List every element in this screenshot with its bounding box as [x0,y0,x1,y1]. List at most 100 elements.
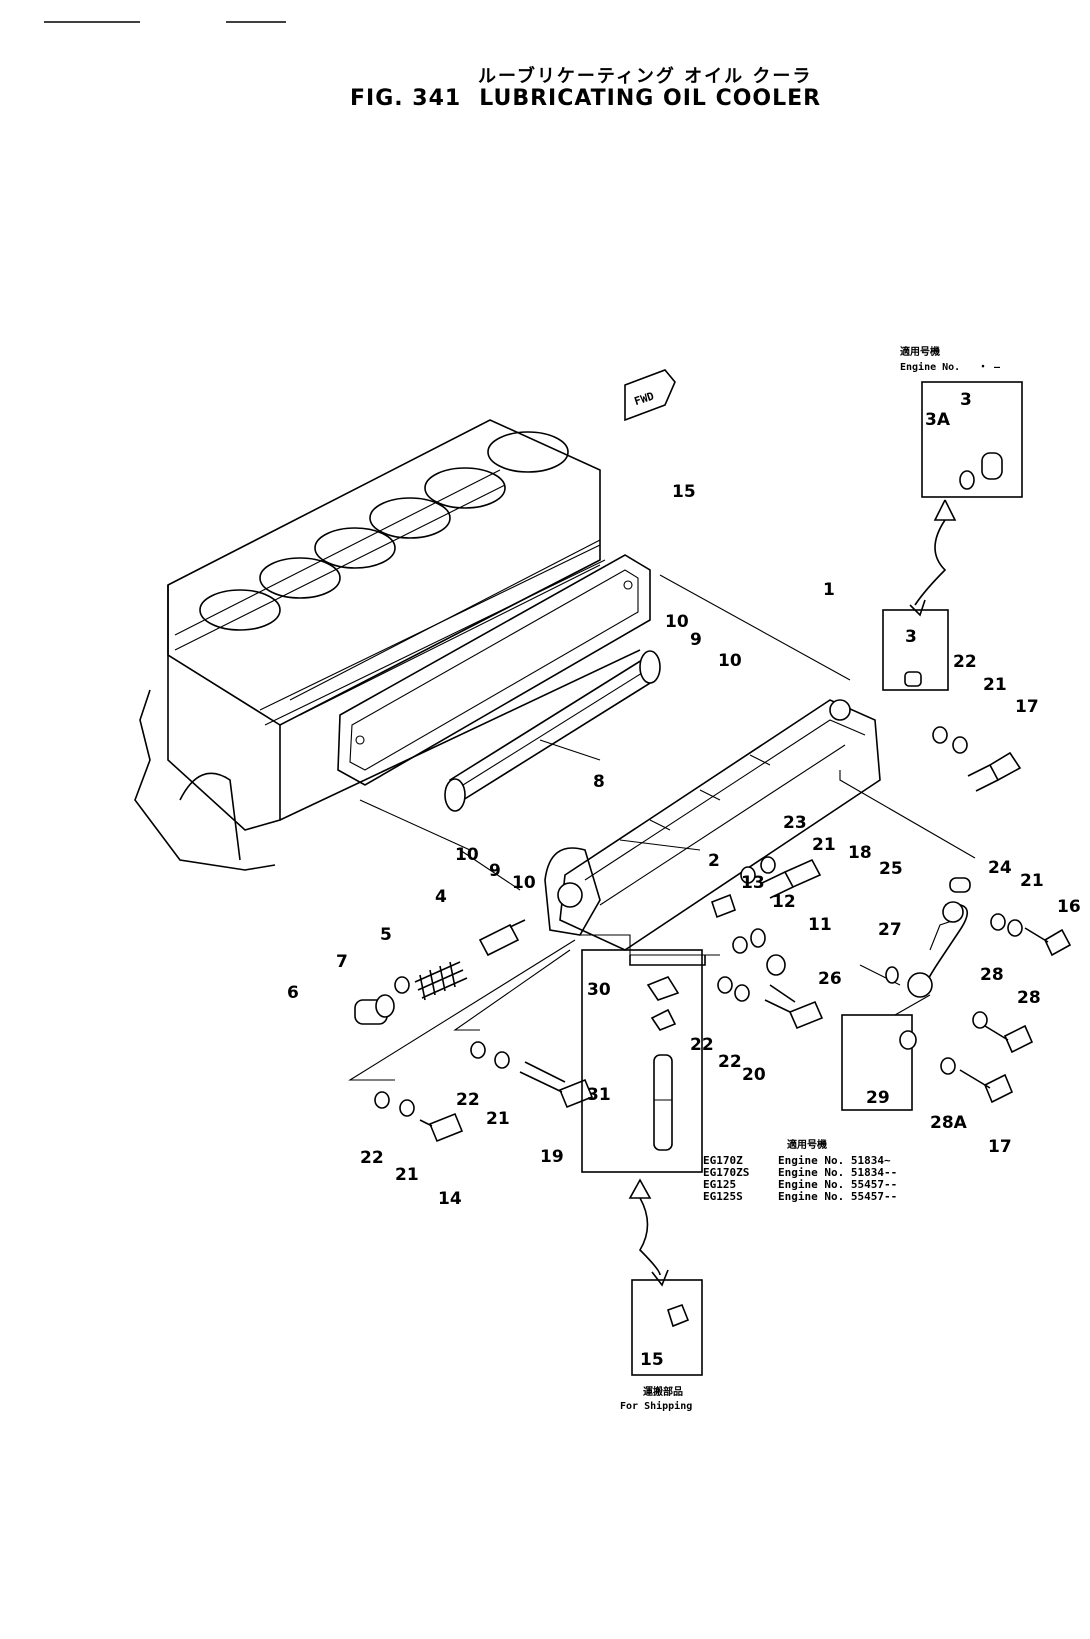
engine-table-header: 適用号機 [787,1138,827,1151]
cylinder-bores [199,431,569,631]
callout: 10 [665,612,689,632]
engine-model: EG125S [703,1190,743,1203]
callout: 22 [690,1035,714,1055]
cooler-cover-1 [544,699,881,951]
callout: 9 [489,861,501,881]
callout: 3 [905,627,917,647]
cooler-element-8 [444,650,661,812]
leader-line [839,770,976,859]
washer-21 [952,736,968,754]
callout: 22 [718,1052,742,1072]
leader-line [453,949,571,1031]
engine-model: EG125 [703,1178,736,1191]
washer-21 [399,1099,415,1117]
callout: 23 [783,813,807,833]
engine-number: Engine No. 51834~ [778,1154,891,1167]
engine-model: EG170ZS [703,1166,749,1179]
bolt-17-upper [967,751,1022,792]
callout: 31 [587,1085,611,1105]
callout: 10 [455,845,479,865]
double-arrow-down [628,1178,669,1287]
washers-22-21-upper [740,856,776,884]
engine-number: Engine No. 55457-- [778,1190,897,1203]
leader-line [359,799,471,851]
callout: 30 [587,980,611,1000]
leader-line [539,739,601,761]
callout: 17 [1015,697,1039,717]
callout: 14 [438,1189,462,1209]
callout: 21 [1020,871,1044,891]
washer-21 [1007,919,1023,937]
callout: 3 [960,390,972,410]
callout: 1 [823,580,835,600]
callout: 21 [395,1165,419,1185]
inset-bottom: 運搬部品 For Shipping [620,1279,703,1412]
callout: 3A [925,410,951,430]
bolt-18 [761,858,822,899]
callout: 8 [593,772,605,792]
callout: 19 [540,1147,564,1167]
leader-line [580,934,720,956]
bolt-19 [764,984,824,1030]
inset-header-jp: 適用号機 [900,345,940,358]
part-4 [478,919,526,957]
bolt-26 [984,1024,1034,1054]
callout: 28 [1017,988,1041,1008]
leader-line [894,994,931,1016]
part-28 [972,1011,988,1029]
inset-header-engine: Engine No. [900,361,960,373]
figure-name: LUBRICATING OIL COOLER [479,86,822,111]
washer-22 [374,1091,390,1109]
shipping-header-en: For Shipping [620,1400,692,1412]
washer-22 [470,1041,486,1059]
callout: 22 [360,1148,384,1168]
washer-22 [990,913,1006,931]
washer-22 [717,976,733,994]
callout: 21 [812,835,836,855]
callout: 25 [879,859,903,879]
callout: 24 [988,858,1012,878]
part-11 [766,954,786,976]
leader-line [659,574,851,681]
part-28 [940,1057,956,1075]
engine-number: Engine No. 55457-- [778,1178,897,1191]
callout: 13 [741,873,765,893]
leader-line [619,839,701,851]
callout: 27 [878,920,902,940]
part-25 [885,966,899,984]
engine-number-table: 適用号機 EG170Z Engine No. 51834~ EG170ZS En… [703,1138,897,1203]
part-13 [732,936,748,954]
callout-labels: 15 1 3 3A 3 22 21 17 10 9 10 8 10 9 10 2… [287,390,1081,1370]
callout: 22 [953,652,977,672]
part-7-washer [394,976,410,994]
callout: 21 [983,675,1007,695]
gasket-15 [337,554,651,786]
part-6-plug [354,994,395,1025]
engine-model: EG170Z [703,1154,743,1167]
bolt-27 [959,1069,1014,1104]
callout: 18 [848,843,872,863]
callout: 17 [988,1137,1012,1157]
figure-number: FIG. 341 [350,86,462,111]
callout: 28A [930,1113,968,1133]
callout: 11 [808,915,832,935]
part-5-spring [414,961,468,1001]
fwd-sign: FWD [624,369,676,422]
callout: 28 [980,965,1004,985]
part-2 [711,893,736,919]
inset-part-28A [841,1014,917,1111]
svg-text:FWD: FWD [633,389,656,408]
callout: 29 [866,1088,890,1108]
callout: 2 [708,851,720,871]
pipe-23 [907,901,969,998]
callout: 26 [818,969,842,989]
washer-21 [734,984,750,1002]
callout: 10 [512,873,536,893]
callout: 10 [718,651,742,671]
callout: 16 [1057,897,1081,917]
engine-number: Engine No. 51834-- [778,1166,897,1179]
callout: 21 [486,1109,510,1129]
double-arrow-up [909,499,957,617]
